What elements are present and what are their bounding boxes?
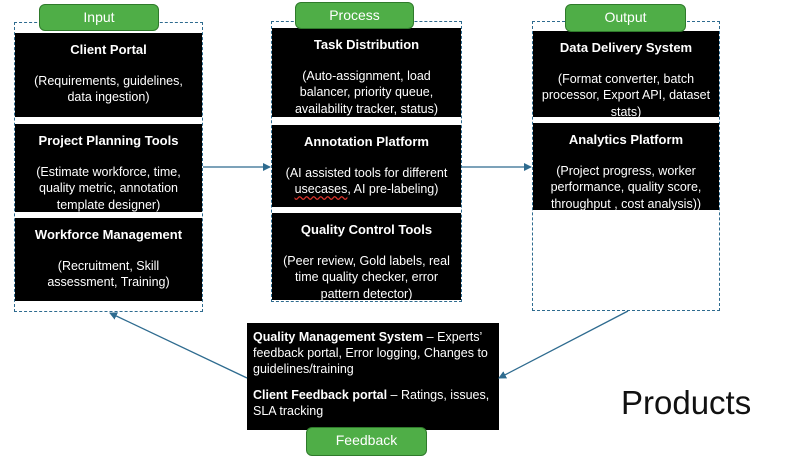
card-description: (Peer review, Gold labels, real time qua… bbox=[283, 253, 450, 301]
workforce-management-card: Workforce Management (Recruitment, Skill… bbox=[15, 218, 202, 301]
card-description: (Project progress, worker performance, q… bbox=[550, 163, 702, 211]
card-description: (Recruitment, Skill assessment, Training… bbox=[47, 258, 170, 290]
card-description: (Auto-assignment, load balancer, priorit… bbox=[294, 68, 439, 116]
quality-control-tools-card: Quality Control Tools (Peer review, Gold… bbox=[272, 213, 461, 301]
desc-part: (AI assisted tools for different bbox=[285, 165, 448, 180]
item-title: Quality Management System bbox=[253, 330, 424, 344]
input-stage-label: Input bbox=[39, 4, 159, 31]
card-description: (Estimate workforce, time, quality metri… bbox=[36, 164, 181, 212]
task-distribution-card: Task Distribution (Auto-assignment, load… bbox=[272, 28, 461, 117]
card-title: Quality Control Tools bbox=[300, 222, 433, 237]
feedback-to-input-arrow bbox=[109, 312, 248, 379]
card-description: (AI assisted tools for different usecase… bbox=[272, 165, 461, 198]
feedback-systems-box: Quality Management System – Experts’ fee… bbox=[247, 323, 499, 430]
card-title: Client Portal bbox=[70, 42, 147, 57]
card-description: (Requirements, guidelines, data ingestio… bbox=[34, 73, 183, 105]
data-delivery-system-card: Data Delivery System (Format converter, … bbox=[533, 31, 719, 119]
client-portal-card: Client Portal (Requirements, guidelines,… bbox=[15, 33, 202, 117]
card-title: Data Delivery System bbox=[559, 40, 693, 55]
feedback-stage-label: Feedback bbox=[306, 427, 427, 456]
project-planning-tools-card: Project Planning Tools (Estimate workfor… bbox=[15, 124, 202, 212]
card-title: Project Planning Tools bbox=[38, 133, 179, 148]
misspelled-word: usecases bbox=[294, 182, 348, 196]
analytics-platform-card: Analytics Platform (Project progress, wo… bbox=[533, 123, 719, 211]
card-title: Analytics Platform bbox=[568, 132, 684, 147]
output-stage-label: Output bbox=[565, 4, 686, 32]
item-description: – Ratings, issues, SLA tracking bbox=[253, 388, 490, 418]
item-title: Client Feedback portal bbox=[253, 388, 388, 402]
process-stage-label: Process bbox=[295, 2, 414, 29]
item-description: – Experts’ feedback portal, Error loggin… bbox=[253, 330, 488, 376]
quality-management-system-item: Quality Management System – Experts’ fee… bbox=[253, 329, 493, 377]
products-label: Products bbox=[621, 384, 752, 421]
output-to-feedback-arrow bbox=[498, 310, 629, 379]
card-title: Annotation Platform bbox=[304, 134, 429, 149]
card-title: Task Distribution bbox=[313, 37, 420, 52]
client-feedback-portal-item: Client Feedback portal – Ratings, issues… bbox=[253, 387, 493, 419]
card-description: (Format converter, batch processor, Expo… bbox=[541, 71, 711, 119]
card-title: Workforce Management bbox=[34, 227, 183, 242]
desc-part: , AI pre-labeling) bbox=[347, 182, 439, 196]
annotation-platform-card: Annotation Platform (AI assisted tools f… bbox=[272, 125, 461, 207]
